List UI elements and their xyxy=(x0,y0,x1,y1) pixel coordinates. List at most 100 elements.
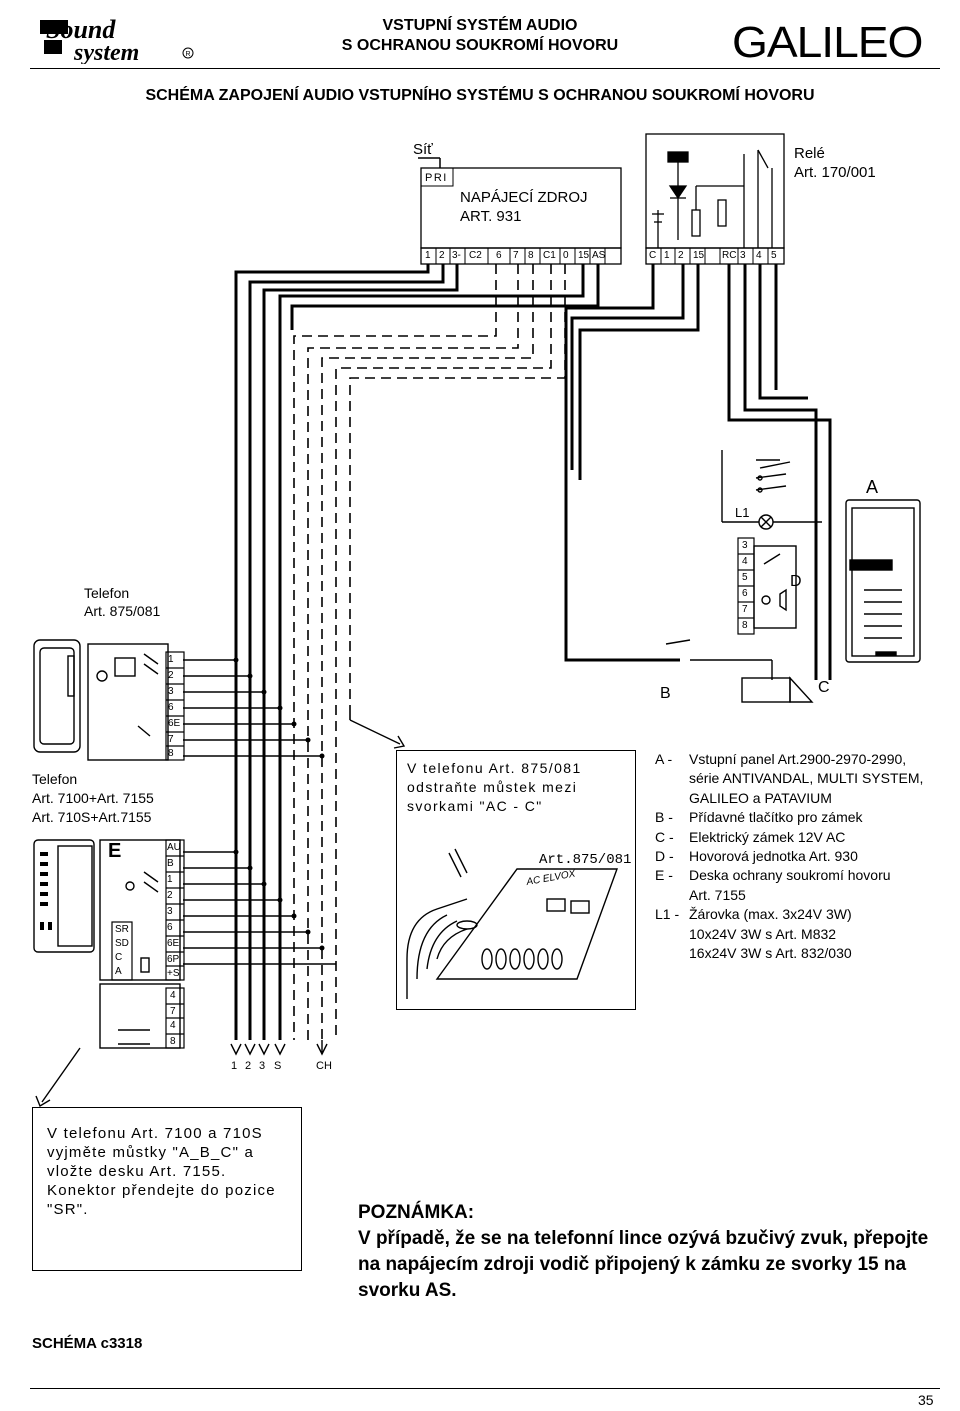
power-supply-terminal: C2 xyxy=(469,250,482,261)
power-supply-terminal: C1 xyxy=(543,250,556,261)
bus-label: 1 xyxy=(231,1060,238,1072)
power-supply-terminal: 2 xyxy=(439,250,445,261)
legend-key: A - xyxy=(655,751,673,767)
footer-divider xyxy=(30,1388,940,1389)
panel-a-drawing xyxy=(845,499,921,663)
phone7100-side-label: C xyxy=(115,952,123,963)
legend-key: L1 - xyxy=(655,906,680,923)
junction-dots xyxy=(233,657,325,951)
power-supply-name-line1: NAPÁJECÍ ZDROJ xyxy=(460,189,588,206)
panel-terminal: 5 xyxy=(742,572,748,583)
legend-value: Deska ochrany soukromí hovoru xyxy=(689,867,891,884)
phone7100-terminal: 2 xyxy=(167,890,173,901)
phone7100-terminal: 6E xyxy=(167,938,180,949)
phone875-terminal-strip xyxy=(165,651,185,761)
legend-row: A - Vstupní panel Art.2900-2970-2990, xyxy=(655,750,923,769)
phone7100-side-label: SR xyxy=(115,924,129,935)
note-arrows xyxy=(35,719,406,1108)
power-supply-terminal: AS xyxy=(592,250,606,261)
legend-key: E - xyxy=(655,867,673,884)
phone875-drawing xyxy=(33,639,169,761)
pri-label: PRI xyxy=(425,172,448,184)
panel-terminal: 4 xyxy=(742,556,748,567)
relay-terminal: 5 xyxy=(771,250,777,261)
panel-label-a: A xyxy=(866,477,879,497)
tel875-note-text: V telefonu Art. 875/081 odstraňte můstek… xyxy=(407,760,582,814)
legend-key: D - xyxy=(655,848,674,865)
power-supply-terminal-strip xyxy=(420,247,622,265)
phone7100-label-line3: Art. 710S+Art.7155 xyxy=(32,809,152,825)
legend-key xyxy=(655,944,689,963)
panel-label-l1: L1 xyxy=(735,505,750,520)
schema-title: SCHÉMA ZAPOJENÍ AUDIO VSTUPNÍHO SYSTÉMU … xyxy=(145,87,815,104)
panel-terminal: 8 xyxy=(742,620,748,631)
legend-value: série ANTIVANDAL, MULTI SYSTEM, xyxy=(689,770,924,787)
l1-lamp xyxy=(721,450,822,530)
power-supply-name-line2: ART. 931 xyxy=(460,208,522,225)
legend-key xyxy=(655,789,689,808)
header-title-line2: S OCHRANOU SOUKROMÍ HOVORU xyxy=(341,37,619,54)
relay-name-line1: Relé xyxy=(794,145,825,162)
terminal-dividers xyxy=(435,248,769,264)
phone875-terminal: 7 xyxy=(168,734,174,745)
panel-label-c: C xyxy=(818,679,830,696)
tel875-board-illustration: Art.875/081 AC ELVOX xyxy=(406,848,631,999)
legend-row: C -Elektrický zámek 12V AC xyxy=(655,828,923,847)
phone875-terminal: 1 xyxy=(168,654,174,665)
phone7100-terminal-strip xyxy=(111,839,185,1049)
relay-terminal: 1 xyxy=(664,250,670,261)
phone875-terminal: 3 xyxy=(168,686,174,697)
dashed-wires xyxy=(293,264,566,1040)
phone875-terminal: 6 xyxy=(168,702,174,713)
svg-text:Sound: Sound xyxy=(46,15,116,44)
schema-id: SCHÉMA c3318 xyxy=(32,1335,143,1352)
legend-row: 16x24V 3W s Art. 832/030 xyxy=(655,944,923,963)
phone875-terminal: 6E xyxy=(168,718,181,729)
bus-label: S xyxy=(274,1060,282,1072)
poznamka: POZNÁMKA: V případě, že se na telefonní … xyxy=(358,1200,948,1304)
bus-label: CH xyxy=(316,1060,332,1072)
phone7100-label-line2: Art. 7100+Art. 7155 xyxy=(32,790,154,806)
page-number: 35 xyxy=(918,1392,934,1408)
sound-system-logo: Sound system R xyxy=(40,12,200,66)
net-label: Síť xyxy=(413,141,433,158)
legend-value: 10x24V 3W s Art. M832 xyxy=(689,925,837,942)
tel875-note-box: V telefonu Art. 875/081 odstraňte můstek… xyxy=(396,750,636,1010)
solid-wires xyxy=(234,264,832,1040)
legend-key: B - xyxy=(655,809,673,826)
power-supply-terminal: 15 xyxy=(578,250,590,261)
legend-row: L1 -Žárovka (max. 3x24V 3W) xyxy=(655,905,923,924)
phone875-label-line1: Telefon xyxy=(84,585,130,601)
power-supply-terminal: 1 xyxy=(425,250,431,261)
panel-label-d: D xyxy=(790,573,802,590)
relay-terminal: RC xyxy=(722,250,737,261)
phone7100-terminal: +S xyxy=(167,968,180,979)
legend-key xyxy=(655,886,689,905)
poznamka-text: V případě, že se na telefonní lince ozýv… xyxy=(358,1228,929,1301)
panel-label-b: B xyxy=(660,685,671,702)
legend-row: B - Přídavné tlačítko pro zámek xyxy=(655,808,923,827)
note-7100-box: V telefonu Art. 7100 a 710S vyjměte můst… xyxy=(32,1107,302,1271)
legend-row: Art. 7155 xyxy=(655,886,923,905)
phone7100-terminal-lower: 4 xyxy=(170,1020,176,1031)
svg-text:system: system xyxy=(73,40,139,64)
bus-label: 3 xyxy=(259,1060,266,1072)
panel-terminal: 6 xyxy=(742,588,748,599)
lock-and-button xyxy=(665,639,814,703)
phone875-wires xyxy=(183,659,336,965)
tel875-board-label: Art.875/081 xyxy=(539,852,631,868)
legend-value: Přídavné tlačítko pro zámek xyxy=(689,809,863,826)
phone875-terminal: 8 xyxy=(168,748,174,759)
relay-terminal: 3 xyxy=(740,250,746,261)
legend: A - Vstupní panel Art.2900-2970-2990, séri… xyxy=(655,750,923,963)
legend-value: Vstupní panel Art.2900-2970-2990, xyxy=(689,751,907,767)
power-supply-terminal: 3- xyxy=(452,250,461,261)
phone7100-terminal: 6 xyxy=(167,922,173,933)
pri-box xyxy=(420,167,454,187)
power-supply-terminal: 0 xyxy=(563,250,569,261)
phone7100-terminal-lower: 8 xyxy=(170,1036,176,1047)
relay-terminal: 2 xyxy=(678,250,684,261)
phone7100-terminal: AU xyxy=(167,842,181,853)
bus-arrows xyxy=(230,1040,328,1056)
legend-value: Hovorová jednotka Art. 930 xyxy=(689,848,858,865)
